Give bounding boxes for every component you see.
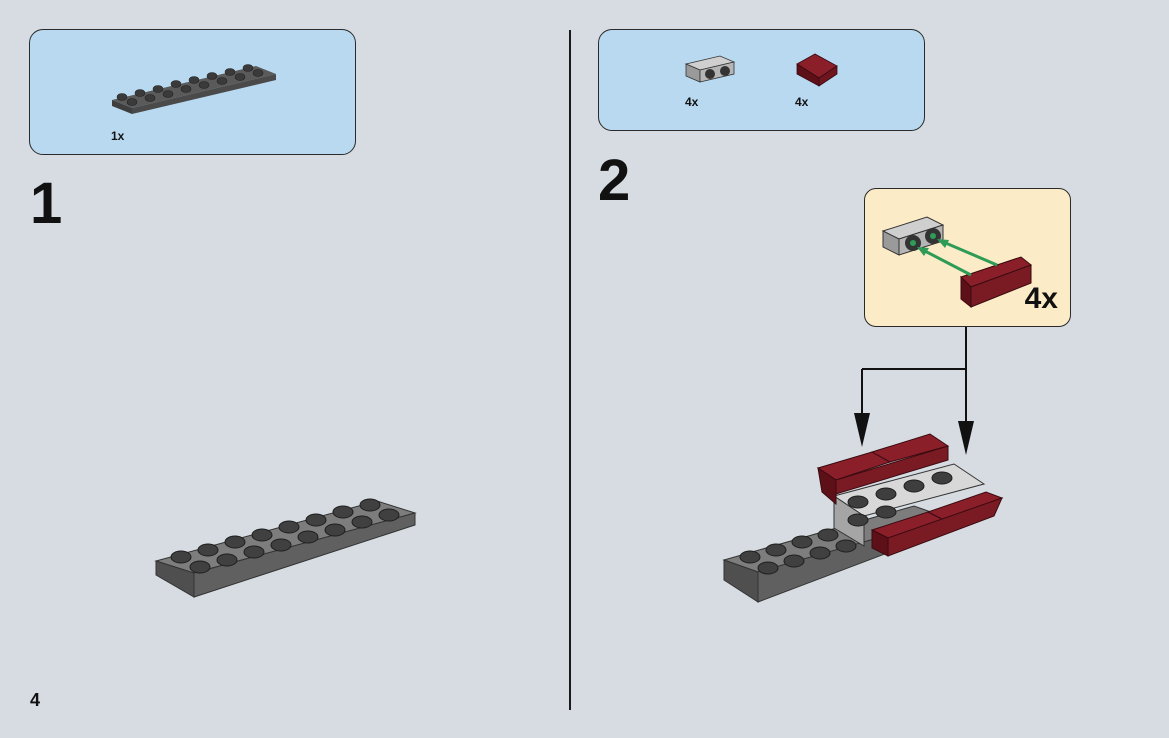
step-2-assembly-illustration — [722, 433, 1004, 603]
sub-assembly-quantity: 4x — [1024, 282, 1058, 315]
sub-assembly-callout: 4x — [864, 188, 1071, 327]
plate-2x8-part-icon — [112, 64, 276, 114]
page-number: 4 — [30, 690, 41, 710]
parts-callout-step-1: 1x — [29, 29, 356, 155]
sub-assembly-illustration — [881, 216, 1033, 309]
part-quantity: 1x — [111, 129, 125, 143]
step-number-1: 1 — [30, 171, 63, 236]
step-1-plate-illustration — [154, 498, 417, 598]
slope-part-icon — [796, 53, 838, 87]
part-quantity: 4x — [795, 95, 809, 109]
parts-callout-step-2: 4x 4x — [598, 29, 925, 131]
placement-arrows — [854, 327, 974, 455]
part-quantity: 4x — [685, 95, 699, 109]
bracket-part-icon — [684, 55, 736, 83]
step-number-2: 2 — [598, 148, 631, 213]
step-divider — [569, 30, 571, 710]
